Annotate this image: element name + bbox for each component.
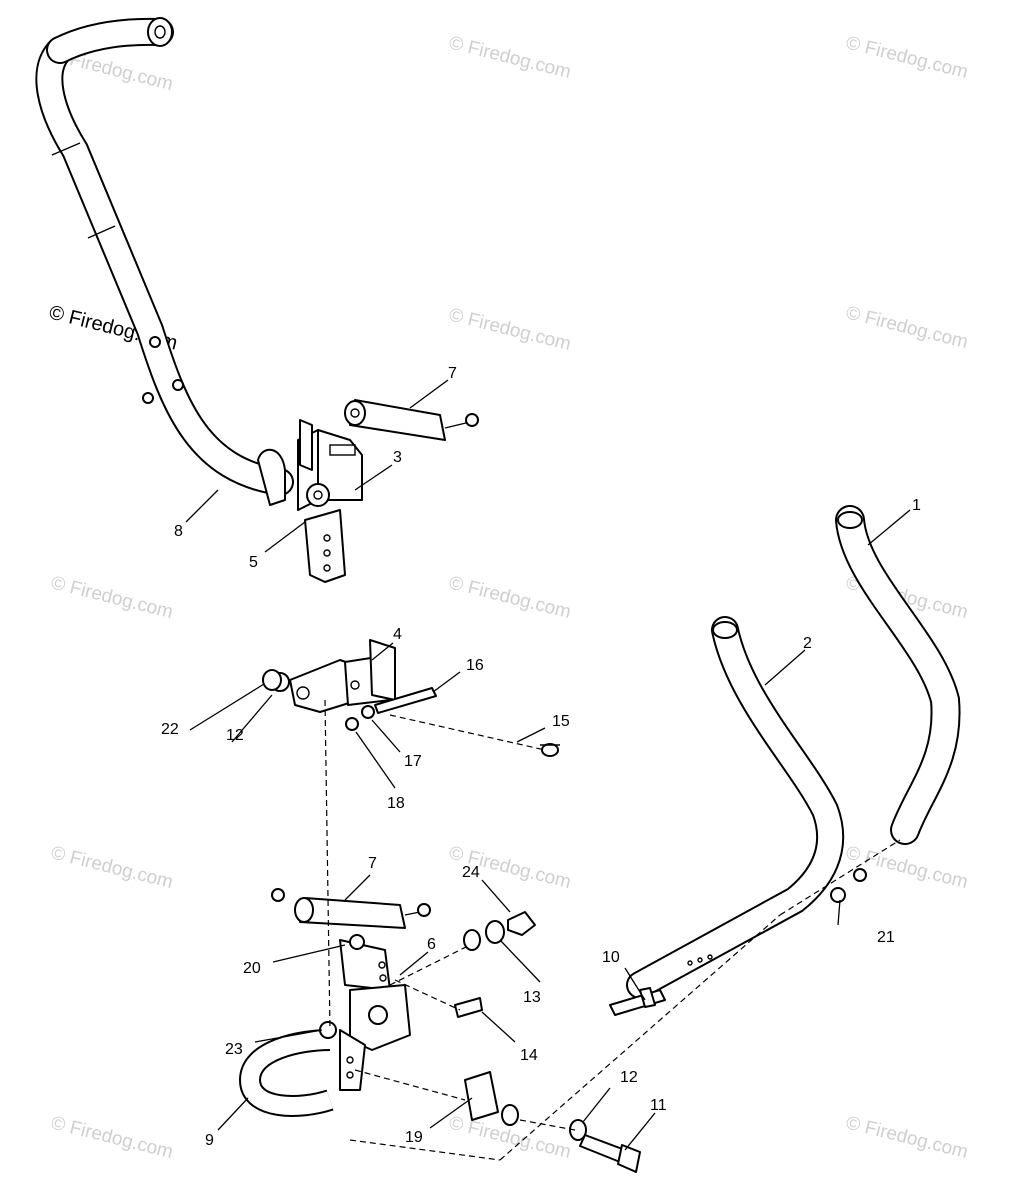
callout-8: 8 (174, 523, 183, 540)
callout-13: 13 (523, 989, 541, 1006)
callout-11: 11 (650, 1097, 667, 1114)
callout-17: 17 (404, 753, 422, 770)
callout-12-middle: 12 (226, 727, 244, 744)
callout-14: 14 (520, 1047, 538, 1064)
callout-21: 21 (877, 929, 895, 946)
callout-1: 1 (912, 497, 921, 514)
callout-4: 4 (393, 626, 402, 643)
callout-3: 3 (393, 449, 402, 466)
handle-bar-upper (35, 17, 294, 496)
watermark: © Firedog.com (447, 572, 573, 623)
watermark: © Firedog.com (447, 32, 573, 83)
callouts: 1 2 3 4 5 6 7 7 8 9 10 11 12 12 13 14 15… (161, 365, 921, 1149)
watermark: © Firedog.com (49, 1112, 175, 1163)
callout-20: 20 (243, 960, 261, 977)
right-bars (609, 505, 961, 1016)
gas-spring-upper (344, 399, 479, 441)
leader-lines (185, 379, 911, 1151)
gas-spring-lower (271, 888, 431, 929)
callout-15: 15 (552, 713, 570, 730)
watermark: © Firedog.com (844, 842, 970, 893)
middle-bracket (262, 639, 560, 757)
lower-bracket (238, 911, 536, 1126)
callout-18: 18 (387, 795, 405, 812)
callout-7-lower: 7 (368, 855, 377, 872)
callout-19: 19 (405, 1129, 423, 1146)
watermark: © Firedog.com (844, 32, 970, 83)
watermark: © Firedog.com (844, 302, 970, 353)
callout-16: 16 (466, 657, 484, 674)
callout-5: 5 (249, 554, 258, 571)
callout-12-lower: 12 (620, 1069, 638, 1086)
callout-9: 9 (205, 1132, 214, 1149)
watermark: © Firedog.com (447, 304, 573, 355)
callout-23: 23 (225, 1041, 243, 1058)
lower-bolt (569, 1119, 641, 1173)
watermark: © Firedog.com (49, 572, 175, 623)
callout-10: 10 (602, 949, 620, 966)
watermark: © Firedog.com (844, 1112, 970, 1163)
upper-bracket (257, 419, 363, 583)
watermarks: © Firedog.com © Firedog.com © Firedog.co… (47, 32, 970, 1163)
callout-2: 2 (803, 635, 812, 652)
callout-24: 24 (462, 864, 480, 881)
watermark: © Firedog.com (49, 842, 175, 893)
callout-22: 22 (161, 721, 179, 738)
callout-7-upper: 7 (448, 365, 457, 382)
assembly-lines (324, 699, 901, 1161)
callout-6: 6 (427, 936, 436, 953)
